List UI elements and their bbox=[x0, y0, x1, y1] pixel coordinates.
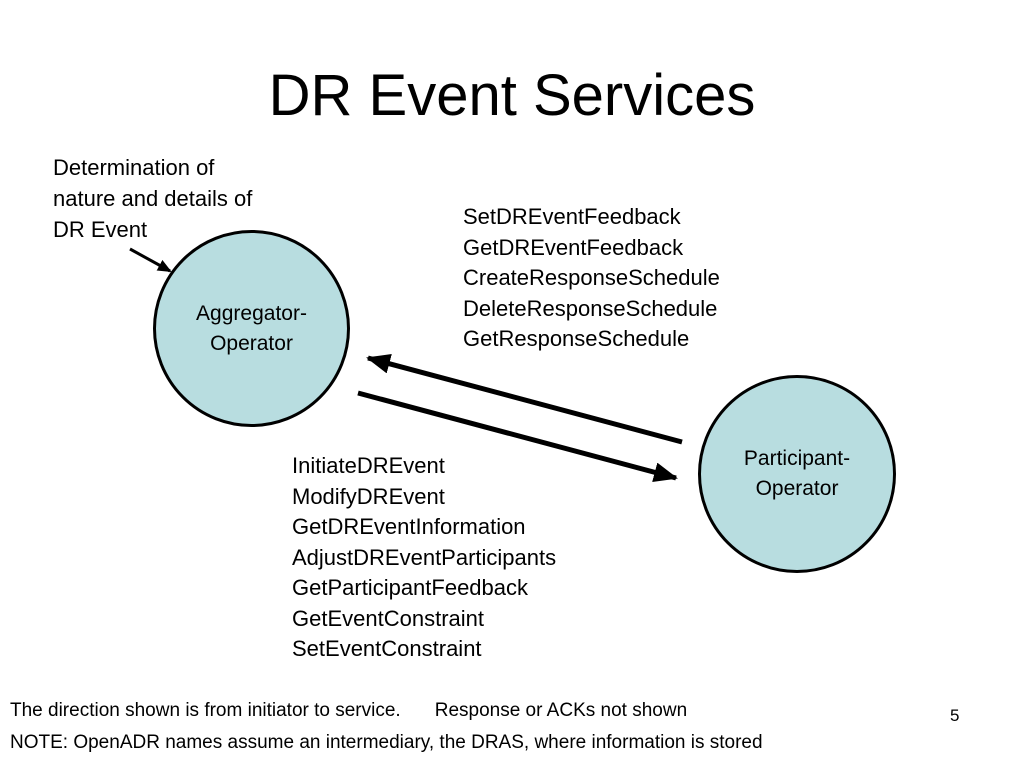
service-item: GetResponseSchedule bbox=[463, 326, 690, 351]
service-item: InitiateDREvent bbox=[292, 453, 445, 478]
aggregator-label-line2: Operator bbox=[210, 331, 293, 355]
service-item: ModifyDREvent bbox=[292, 483, 445, 509]
participant-operator-node: Participant- Operator bbox=[698, 375, 896, 573]
service-item: GetDREventInformation bbox=[292, 514, 526, 539]
service-item: DeleteResponseSchedule bbox=[463, 295, 718, 321]
service-item: GetEventConstraint bbox=[292, 605, 484, 631]
annotation-arrow bbox=[129, 247, 172, 273]
aggregator-operator-node: Aggregator- Operator bbox=[153, 230, 350, 427]
ack-note-text: Response or ACKs not shown bbox=[434, 700, 688, 721]
service-item: AdjustDREventParticipants bbox=[292, 544, 557, 570]
participant-to-aggregator-arrow bbox=[366, 354, 683, 445]
service-item: GetDREventFeedback bbox=[463, 234, 684, 260]
aggregator-label-line1: Aggregator- bbox=[196, 301, 307, 325]
service-item: CreateResponseSchedule bbox=[463, 265, 720, 290]
page-number: 5 bbox=[950, 706, 960, 725]
participant-label-line2: Operator bbox=[755, 477, 839, 500]
feedback-service-list: SetDREventFeedback GetDREventFeedback Cr… bbox=[463, 202, 720, 355]
service-item: SetDREventFeedback bbox=[463, 204, 681, 229]
openadr-note: NOTE: OpenADR names assume an intermedia… bbox=[10, 732, 763, 753]
aggregator-to-participant-arrow bbox=[357, 390, 678, 482]
direction-note-text: The direction shown is from initiator to… bbox=[10, 700, 401, 721]
direction-footnote: The direction shown is from initiator to… bbox=[10, 699, 687, 723]
slide-title: DR Event Services bbox=[268, 63, 756, 128]
participant-label-line1: Participant- bbox=[743, 447, 851, 470]
determination-annotation: Determination of nature and details of D… bbox=[53, 155, 253, 242]
service-item: GetParticipantFeedback bbox=[292, 575, 529, 600]
event-service-list: InitiateDREvent ModifyDREvent GetDREvent… bbox=[292, 451, 556, 665]
service-item: SetEventConstraint bbox=[292, 636, 482, 661]
